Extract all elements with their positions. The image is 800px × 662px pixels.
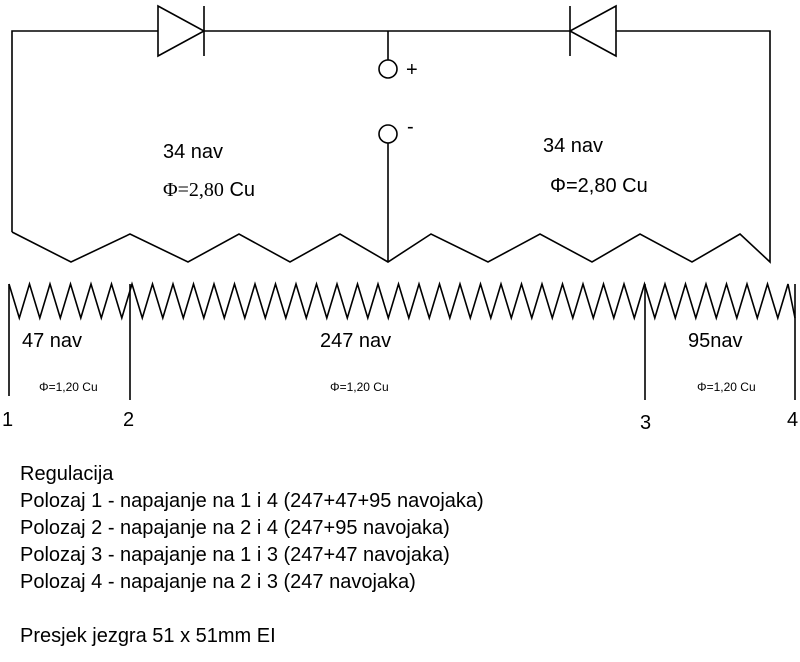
right-secondary-turns: 34 nav — [543, 135, 604, 157]
primary-seg1-wire: Φ=1,20 Cu — [39, 380, 98, 394]
primary-seg1-turns: 47 nav — [22, 330, 83, 352]
primary-seg2-turns: 247 nav — [320, 330, 392, 352]
core-cross-section: Presjek jezgra 51 x 51mm EI — [20, 625, 276, 647]
left-wire-material: Cu — [223, 179, 256, 201]
tap-4-label: 4 — [787, 409, 799, 431]
notes-line: Polozaj 2 - napajanje na 2 i 4 (247+95 n… — [20, 517, 450, 539]
right-secondary-outer-wire — [616, 30, 771, 233]
primary-seg3-wire: Φ=1,20 Cu — [697, 380, 756, 394]
notes-line: Polozaj 3 - napajanje na 1 i 3 (247+47 n… — [20, 544, 450, 566]
minus-terminal — [378, 124, 398, 144]
left-wire-value: 2,80 — [188, 179, 224, 201]
primary-seg2-wire: Φ=1,20 Cu — [330, 380, 389, 394]
plus-label: + — [406, 59, 418, 81]
schematic-diagram — [8, 4, 796, 400]
notes-line: Polozaj 4 - napajanje na 2 i 3 (247 navo… — [20, 571, 416, 593]
plus-terminal — [378, 59, 398, 79]
primary-seg3-turns: 95nav — [688, 330, 743, 352]
secondary-winding — [11, 231, 771, 264]
notes-line: Polozaj 1 - napajanje na 1 i 4 (247+47+9… — [20, 490, 484, 512]
right-diode — [568, 4, 617, 58]
left-wire-symbol: Φ= — [163, 179, 189, 201]
tap-2-label: 2 — [123, 409, 135, 431]
tap-3-label: 3 — [640, 412, 652, 434]
regulation-notes: Regulacija Polozaj 1 - napajanje na 1 i … — [20, 461, 484, 650]
left-secondary-outer-wire — [11, 30, 158, 232]
left-secondary-wire: Φ=2,80 Cu — [163, 180, 255, 200]
notes-spacer — [20, 596, 484, 623]
notes-heading: Regulacija — [20, 463, 114, 485]
left-secondary-turns: 34 nav — [163, 141, 224, 163]
minus-label: - — [407, 116, 414, 138]
tap-1-label: 1 — [2, 409, 14, 431]
primary-winding — [8, 281, 796, 321]
left-diode — [157, 4, 206, 58]
right-secondary-wire: Φ=2,80 Cu — [550, 175, 648, 197]
